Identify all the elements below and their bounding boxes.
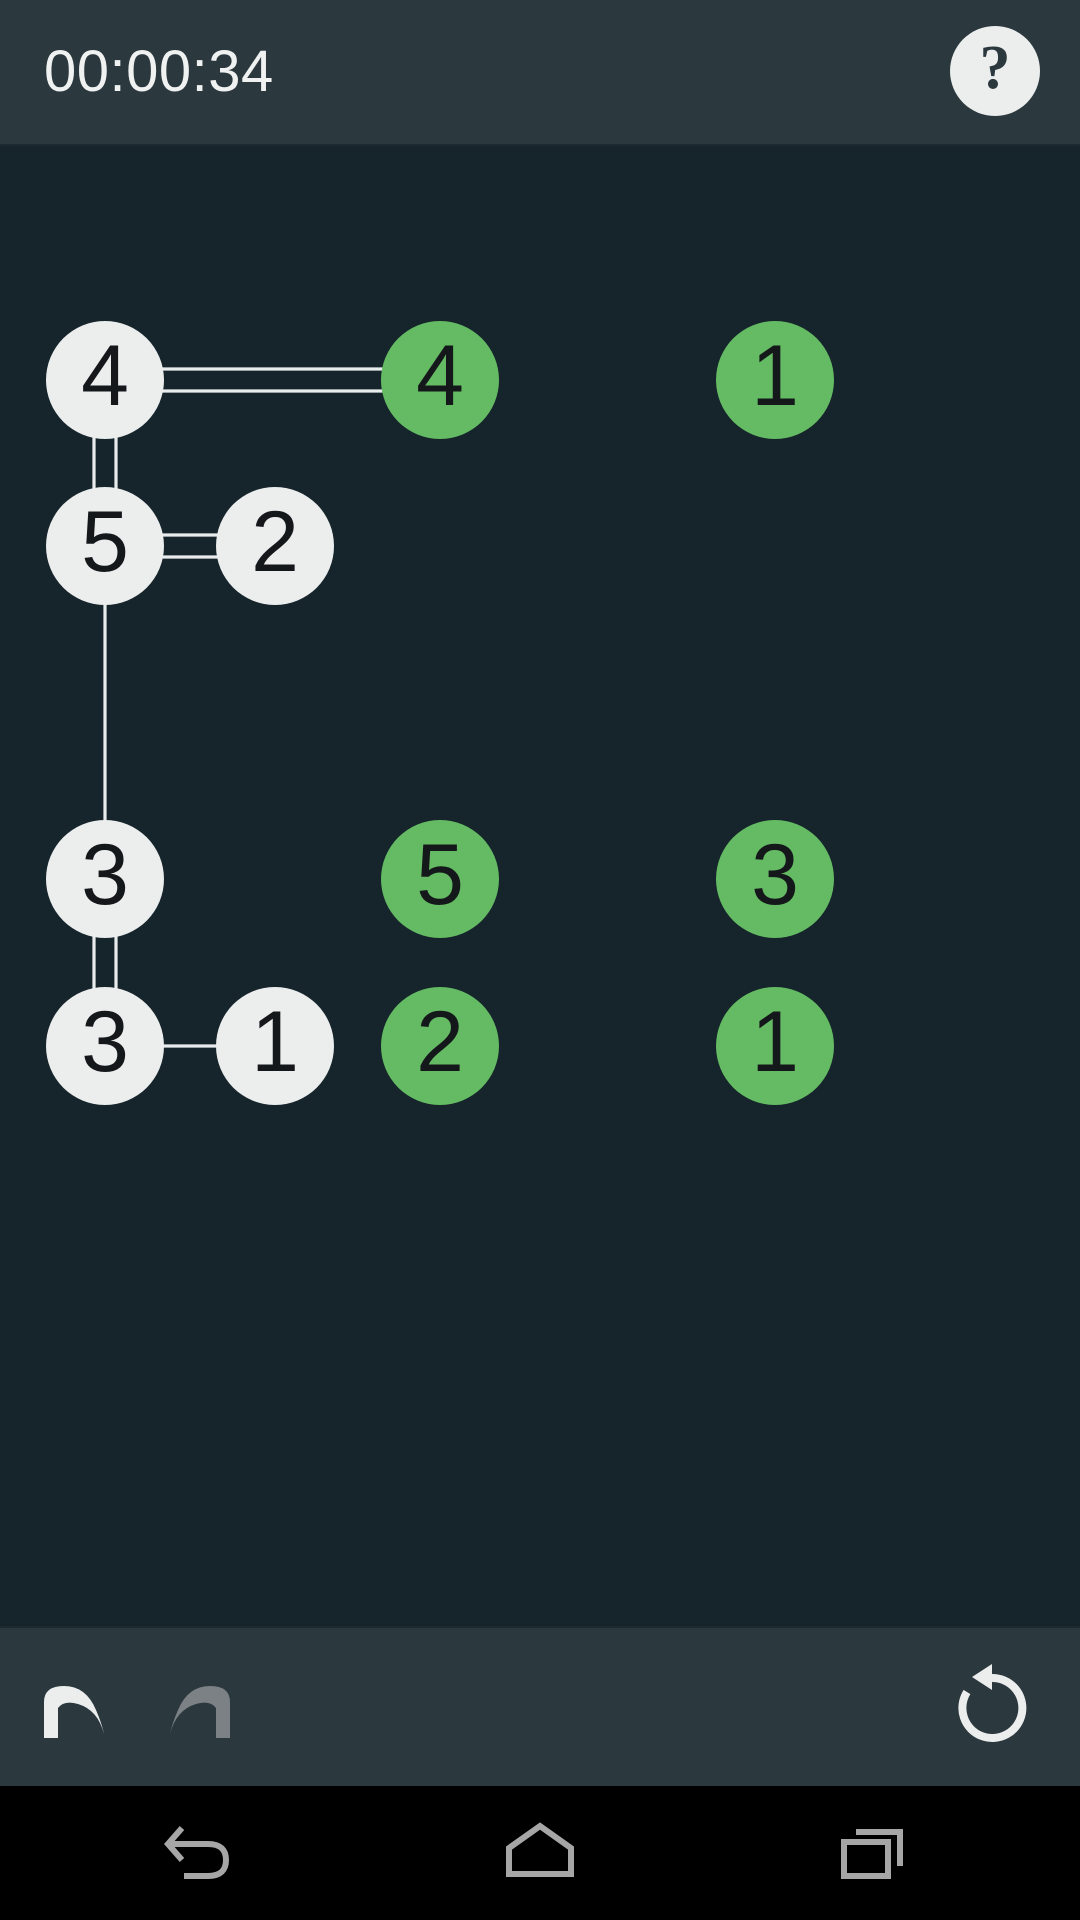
island-node-n8[interactable]: 3 xyxy=(716,820,834,938)
nav-recents-button[interactable] xyxy=(800,1808,950,1898)
redo-icon xyxy=(170,1686,230,1738)
bottom-toolbar xyxy=(0,1626,1080,1786)
island-node-n1[interactable]: 4 xyxy=(46,321,164,439)
game-timer: 00:00:34 xyxy=(44,39,274,104)
island-node-n4[interactable]: 5 xyxy=(46,487,164,605)
home-icon xyxy=(506,1822,574,1877)
top-bar: 00:00:34 ? xyxy=(0,0,1080,146)
android-nav-bar xyxy=(0,1786,1080,1920)
island-node-label: 5 xyxy=(416,827,464,923)
nav-home-button[interactable] xyxy=(465,1808,615,1898)
island-node-n12[interactable]: 1 xyxy=(716,987,834,1105)
restart-icon xyxy=(958,1664,1027,1742)
island-node-label: 4 xyxy=(416,328,464,424)
undo-button[interactable] xyxy=(20,1656,124,1760)
edges-group xyxy=(92,367,385,1048)
back-icon xyxy=(164,1826,230,1879)
bridges-layer xyxy=(92,367,385,1048)
island-node-n7[interactable]: 5 xyxy=(381,820,499,938)
island-node-label: 5 xyxy=(81,494,129,590)
island-node-label: 2 xyxy=(416,994,464,1090)
recents-icon xyxy=(841,1829,903,1879)
restart-button[interactable] xyxy=(940,1656,1044,1760)
redo-button[interactable] xyxy=(150,1656,254,1760)
island-node-label: 3 xyxy=(81,827,129,923)
island-node-n11[interactable]: 2 xyxy=(381,987,499,1105)
island-node-label: 1 xyxy=(751,994,799,1090)
island-node-n2[interactable]: 4 xyxy=(381,321,499,439)
island-node-n6[interactable]: 3 xyxy=(46,820,164,938)
island-node-label: 3 xyxy=(81,994,129,1090)
island-node-label: 3 xyxy=(751,827,799,923)
island-node-n10[interactable]: 1 xyxy=(216,987,334,1105)
help-button[interactable]: ? xyxy=(950,26,1040,116)
island-node-label: 1 xyxy=(751,328,799,424)
island-node-label: 1 xyxy=(251,994,299,1090)
island-node-n3[interactable]: 1 xyxy=(716,321,834,439)
island-node-n5[interactable]: 2 xyxy=(216,487,334,605)
island-node-label: 4 xyxy=(81,328,129,424)
island-node-n9[interactable]: 3 xyxy=(46,987,164,1105)
puzzle-board[interactable]: 4 4 1 5 2 3 5 3 3 1 2 1 xyxy=(0,146,1080,1626)
nav-back-button[interactable] xyxy=(128,1808,278,1898)
question-mark-icon: ? xyxy=(979,34,1011,102)
island-node-label: 2 xyxy=(251,494,299,590)
undo-icon xyxy=(44,1686,104,1738)
